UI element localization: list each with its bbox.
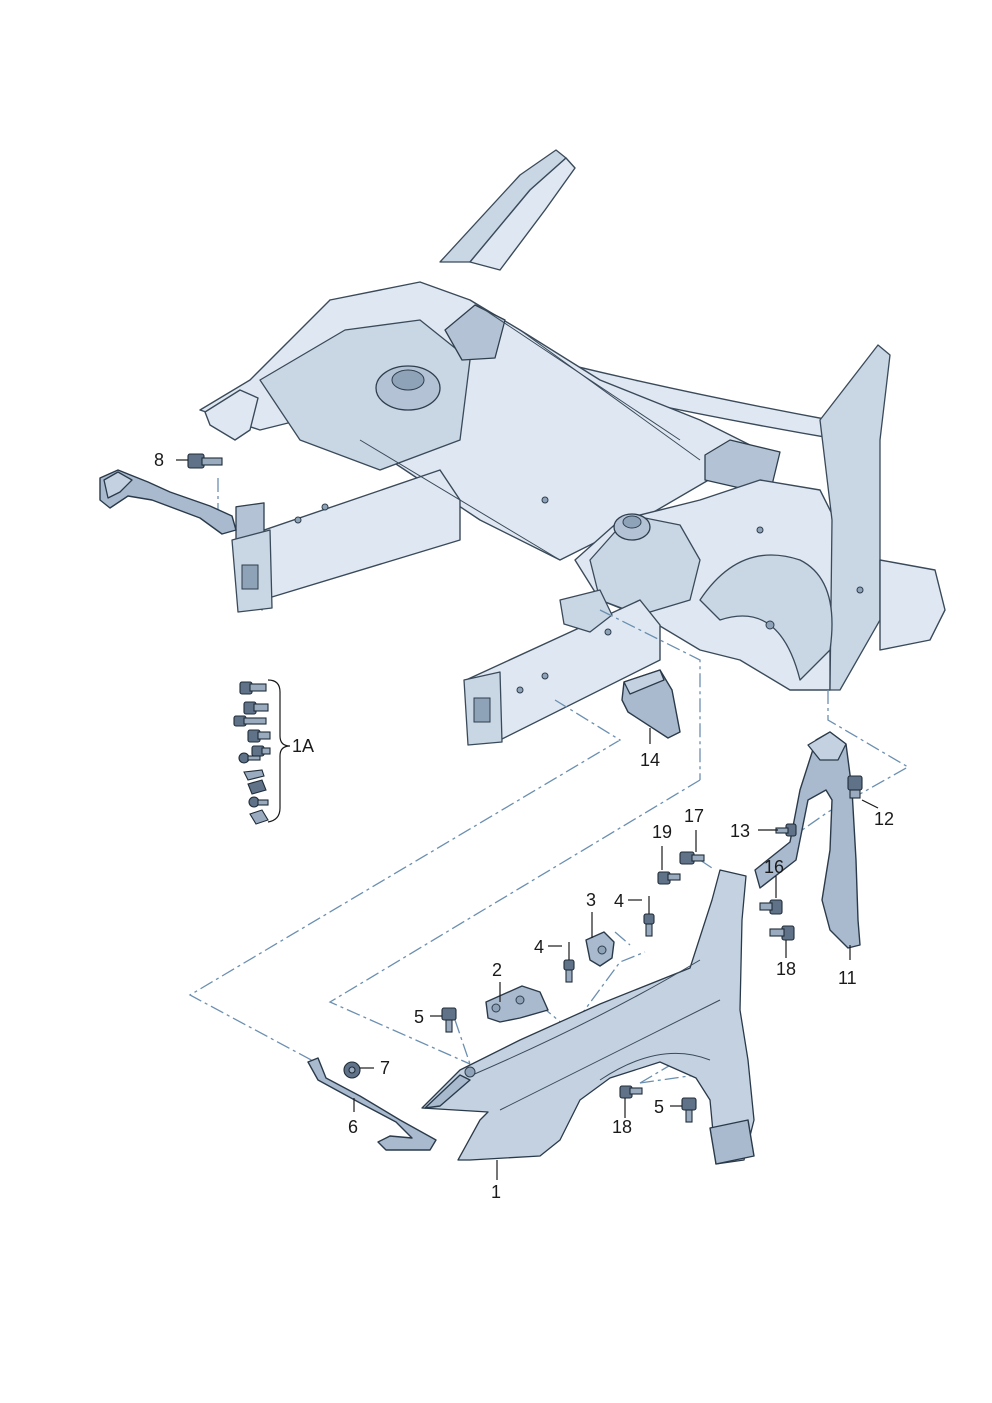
bracket-6-part — [307, 1057, 437, 1151]
leader-lines — [176, 459, 879, 1180]
bolt-18a-icon — [769, 925, 795, 941]
screw-13-icon — [775, 823, 797, 837]
bolt-8-icon — [187, 453, 223, 469]
label-16: 16 — [764, 857, 784, 877]
bracket-3-part — [585, 931, 615, 967]
bolt-18b-icon — [619, 1085, 643, 1099]
label-5a: 5 — [414, 1007, 424, 1027]
nut-7-icon — [343, 1061, 361, 1079]
body-shell — [199, 149, 946, 746]
bolt-19-icon — [657, 871, 681, 885]
fender-part — [421, 869, 755, 1165]
label-11: 11 — [838, 968, 857, 988]
bolt-16-icon — [759, 899, 783, 915]
label-17: 17 — [684, 806, 704, 826]
bolt-5a-icon — [441, 1007, 457, 1033]
label-5b: 5 — [654, 1097, 664, 1117]
label-7: 7 — [380, 1058, 390, 1078]
label-1a: 1A — [292, 736, 314, 756]
label-18a: 18 — [776, 959, 796, 979]
bolt-5b-icon — [681, 1097, 697, 1123]
wheel-liner-part — [754, 731, 861, 949]
label-4a: 4 — [614, 891, 624, 911]
clip-12-icon — [847, 775, 863, 799]
bracket-2-part — [485, 985, 549, 1023]
label-3: 3 — [586, 890, 596, 910]
label-19: 19 — [652, 822, 672, 842]
label-14: 14 — [640, 750, 660, 770]
bracket-left-part — [99, 469, 237, 535]
label-12: 12 — [874, 809, 894, 829]
rivet-4b-icon — [643, 896, 655, 937]
label-13: 13 — [730, 821, 750, 841]
label-18b: 18 — [612, 1117, 632, 1137]
rivet-4-icon — [563, 942, 575, 983]
label-2: 2 — [492, 960, 502, 980]
label-4b: 4 — [534, 937, 544, 957]
phantom-lines — [188, 478, 910, 1084]
label-1: 1 — [491, 1182, 501, 1202]
foam-block-part — [621, 669, 681, 739]
label-6: 6 — [348, 1117, 358, 1137]
label-8: 8 — [154, 450, 164, 470]
bolt-17-icon — [679, 851, 705, 865]
callout-labels: 8 1A 14 12 13 17 19 16 3 4 4 18 11 2 5 7… — [154, 450, 894, 1202]
fastener-set-icon — [233, 679, 291, 825]
